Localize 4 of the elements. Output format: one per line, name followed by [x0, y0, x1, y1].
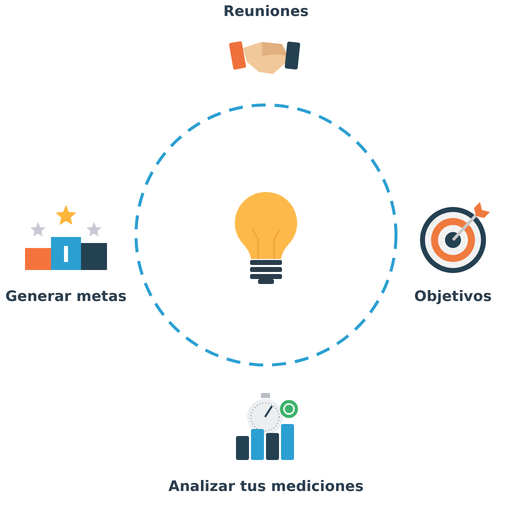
- node-label: Analizar tus mediciones: [168, 479, 364, 495]
- node-label: Reuniones: [223, 4, 309, 20]
- node-label: Objetivos: [414, 289, 492, 305]
- node-label: Generar metas: [5, 289, 127, 305]
